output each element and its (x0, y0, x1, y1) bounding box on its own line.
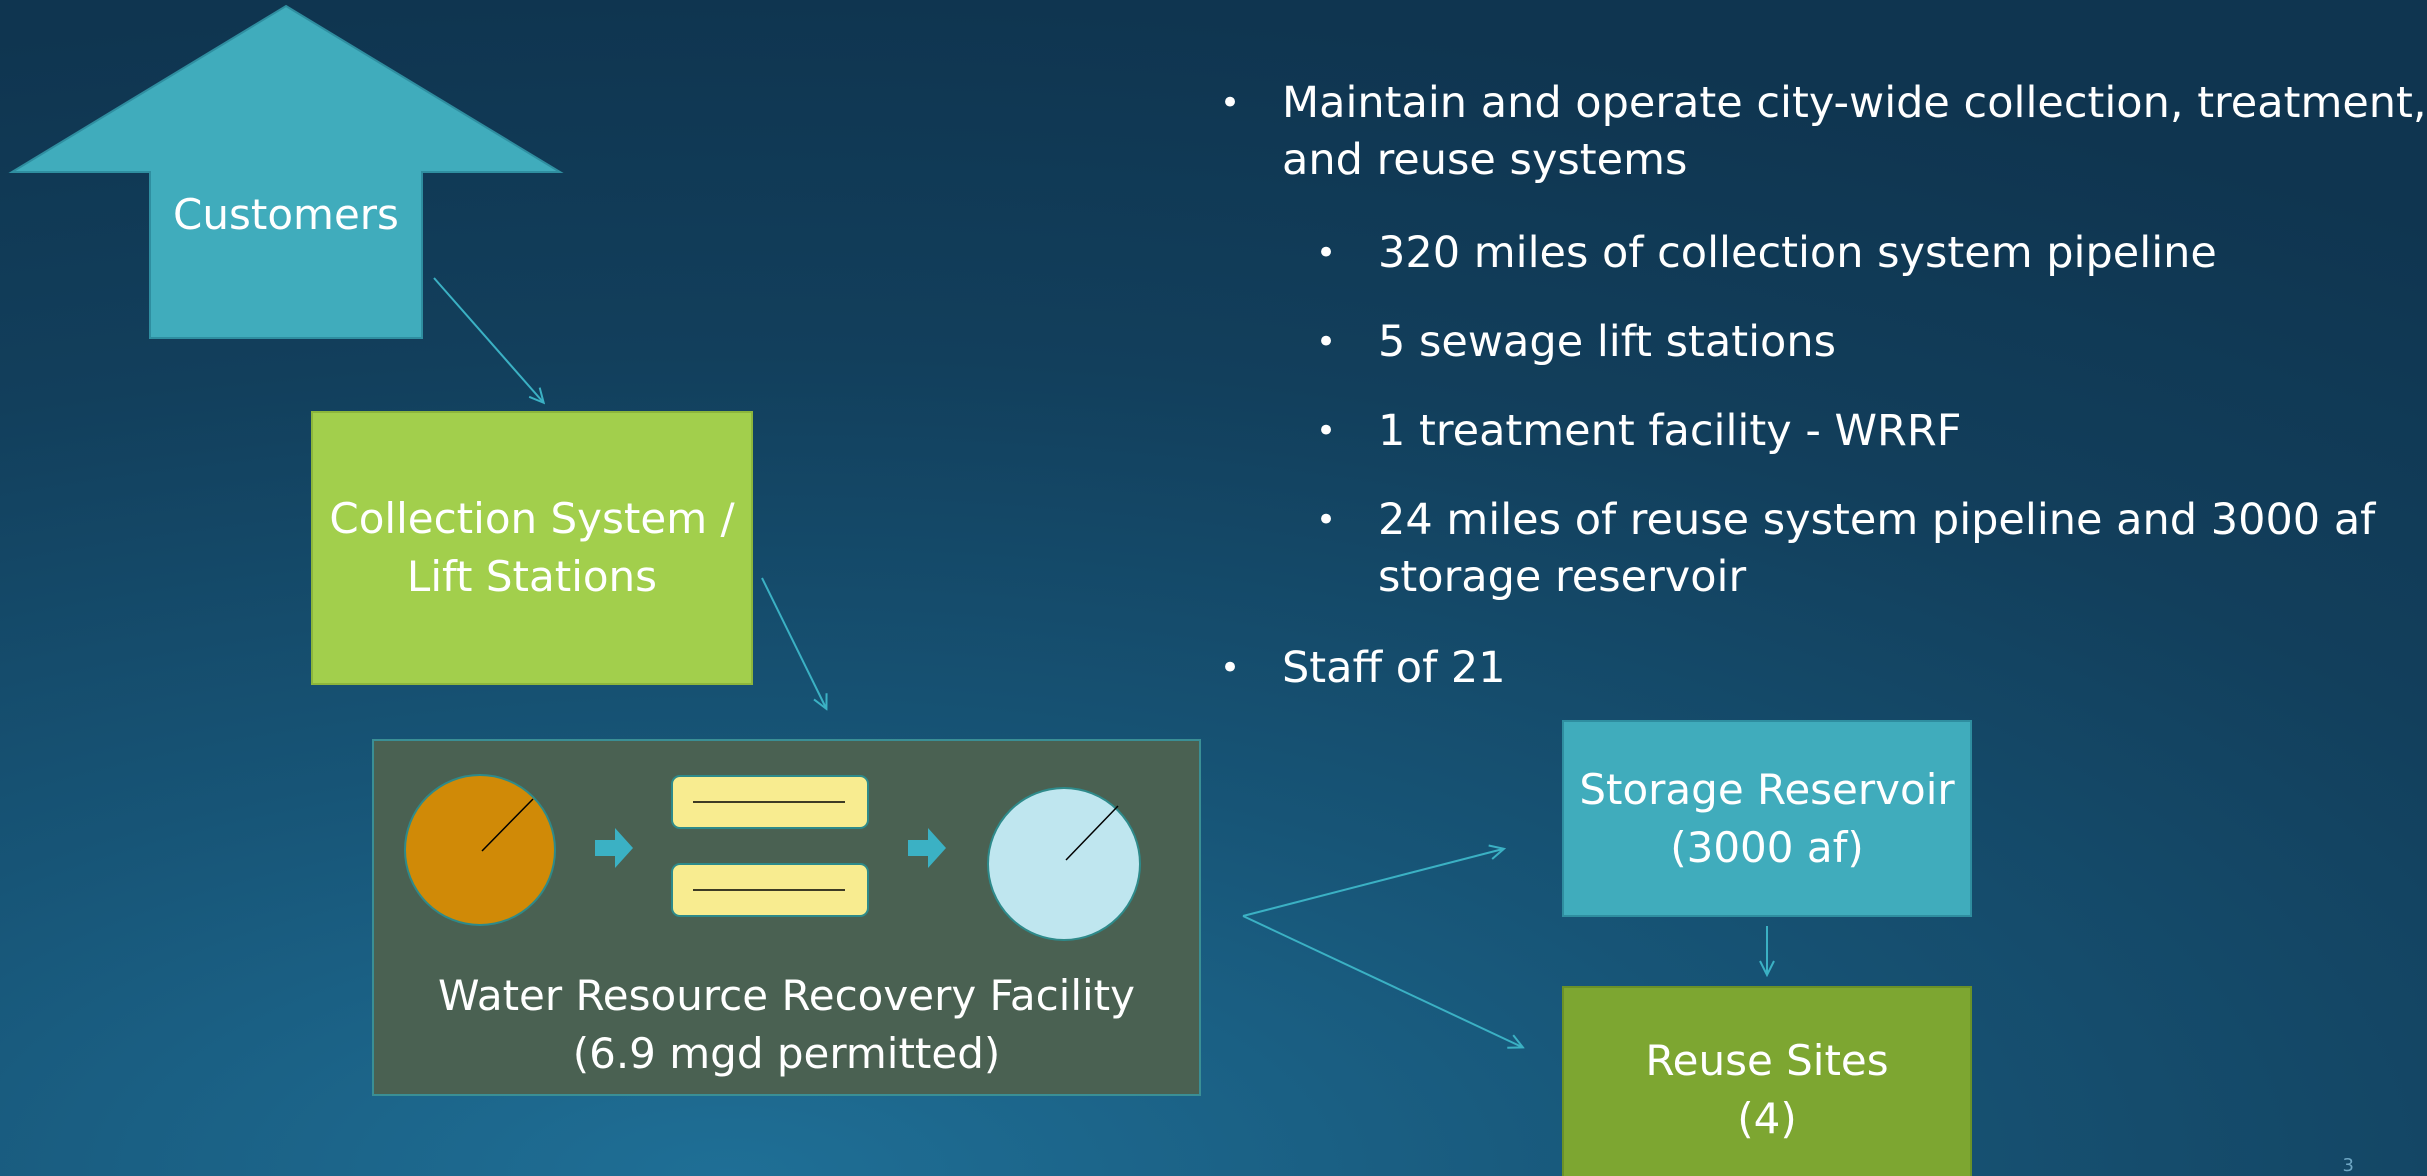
facility-label: Water Resource Recovery Facility (6.9 mg… (373, 965, 1200, 1085)
collection-line-2: Lift Stations (406, 552, 658, 601)
facility-line-2: (6.9 mgd permitted) (572, 1029, 1001, 1078)
collection-system-box (311, 411, 753, 685)
process-arrow-icon-2 (908, 828, 946, 868)
reuse-sites-label: Reuse Sites (4) (1563, 1025, 1971, 1155)
customers-label: Customers (150, 180, 422, 250)
arrow-collection-to-facility (761, 577, 826, 708)
bullet-dot: • (1316, 233, 1337, 273)
clarifier-icon (987, 787, 1141, 941)
bullet-dot: • (1316, 500, 1337, 540)
bullet-line: Staff of 21 (1282, 643, 1506, 693)
bullet-line: storage reservoir (1378, 552, 1747, 602)
bullet-line: 320 miles of collection system pipeline (1378, 228, 2217, 278)
customers-arrow-shape (8, 4, 564, 339)
arrow-customers-to-collection (433, 277, 543, 402)
process-flow-diagram (8, 4, 1972, 1176)
facility-line-1: Water Resource Recovery Facility (437, 971, 1136, 1020)
bullet-line: 5 sewage lift stations (1378, 317, 1837, 367)
collection-system-label: Collection System / Lift Stations (312, 412, 752, 684)
process-arrow-icon-1 (595, 828, 633, 868)
reuse-line-2: (4) (1737, 1094, 1797, 1143)
customers-text: Customers (173, 190, 399, 239)
reuse-sites-box (1562, 986, 1972, 1176)
bullet-dot: • (1220, 83, 1241, 123)
primary-tank-icon (404, 774, 556, 926)
bullet-line: 24 miles of reuse system pipeline and 30… (1378, 495, 2376, 545)
bullet-line: 1 treatment facility - WRRF (1378, 406, 1962, 456)
storage-reservoir-box (1562, 720, 1972, 917)
arrow-facility-to-storage (1242, 849, 1503, 917)
bullet-line: Maintain and operate city-wide collectio… (1282, 78, 2427, 128)
collection-line-1: Collection System / (329, 494, 735, 543)
bullet-dot: • (1316, 322, 1337, 362)
page-number: 3 (2342, 1155, 2354, 1176)
storage-line-2: (3000 af) (1670, 822, 1864, 872)
reuse-line-1: Reuse Sites (1645, 1036, 1889, 1085)
storage-reservoir-label: Storage Reservoir (3000 af) (1563, 721, 1971, 916)
arrow-facility-to-reuse (1242, 915, 1522, 1047)
bullet-dot: • (1220, 648, 1241, 688)
storage-line-1: Storage Reservoir (1579, 764, 1955, 814)
bullet-line: and reuse systems (1282, 135, 1688, 185)
bullet-dot: • (1316, 411, 1337, 451)
